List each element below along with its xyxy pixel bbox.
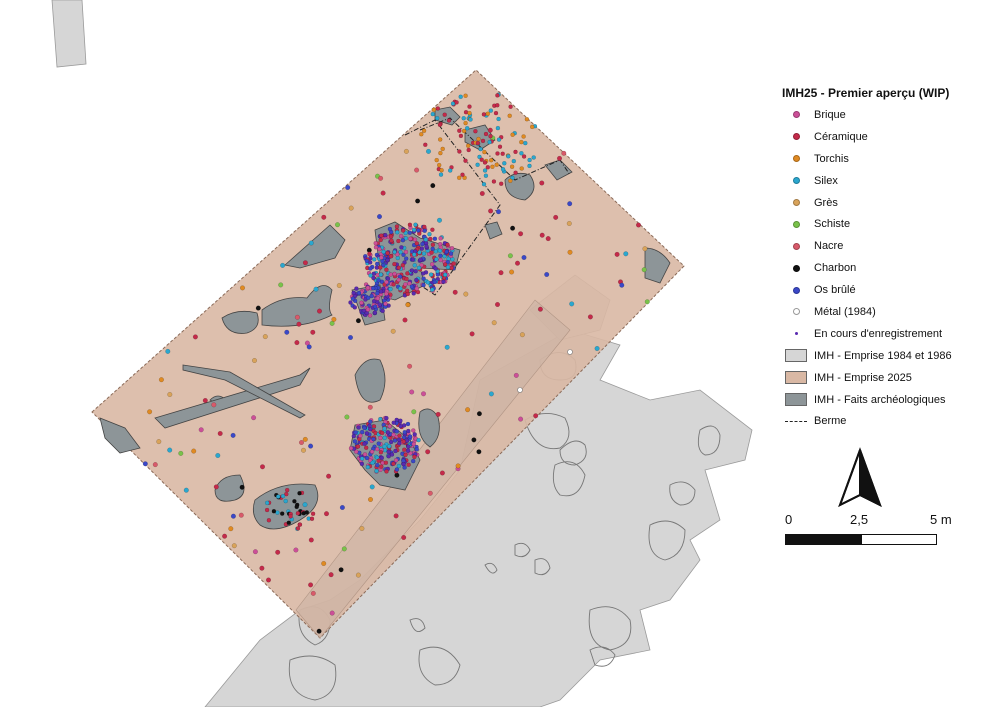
fosses-lineaires xyxy=(154,364,311,429)
legend-symbol xyxy=(782,371,810,385)
faits-archeologiques xyxy=(99,106,671,530)
legend-symbol xyxy=(782,393,810,407)
scale-bar: 0 2,5 5 m xyxy=(785,512,952,552)
legend-symbol xyxy=(782,196,810,210)
legend-symbol xyxy=(782,108,810,122)
legend-symbol xyxy=(782,283,810,297)
legend-item: Nacre xyxy=(782,235,992,257)
north-arrow-icon xyxy=(838,447,882,508)
legend-label: Métal (1984) xyxy=(814,305,876,318)
legend-label: Os brûlé xyxy=(814,284,856,297)
legend-item: IMH - Faits archéologiques xyxy=(782,389,992,411)
legend-item: Métal (1984) xyxy=(782,301,992,323)
legend-symbol xyxy=(782,217,810,231)
scale-label-start: 0 xyxy=(785,512,793,527)
legend-title: IMH25 - Premier aperçu (WIP) xyxy=(782,86,950,100)
scale-bar-white xyxy=(861,534,937,545)
legend-symbol xyxy=(782,261,810,275)
legend-item: Silex xyxy=(782,170,992,192)
legend-item: Grès xyxy=(782,192,992,214)
legend-item: Charbon xyxy=(782,257,992,279)
legend-symbol xyxy=(782,130,810,144)
legend-symbol xyxy=(782,305,810,319)
legend-label: En cours d'enregistrement xyxy=(814,327,943,340)
legend-label: Brique xyxy=(814,108,846,121)
legend-item: Schiste xyxy=(782,213,992,235)
overlap-band xyxy=(295,299,571,639)
features-1984-1986-outlines xyxy=(288,352,721,701)
legend-label: Grès xyxy=(814,196,838,209)
legend-item: Brique xyxy=(782,104,992,126)
legend-label: IMH - Faits archéologiques xyxy=(814,393,946,406)
scale-label-end: 5 m xyxy=(930,512,952,527)
legend-symbol xyxy=(782,152,810,166)
legend-symbol xyxy=(782,174,810,188)
scale-label-mid: 2,5 xyxy=(850,512,869,527)
legend-symbol xyxy=(782,327,810,341)
legend-item: Berme xyxy=(782,410,992,432)
legend-item: Céramique xyxy=(782,126,992,148)
legend-item: Os brûlé xyxy=(782,279,992,301)
legend-label: Silex xyxy=(814,174,838,187)
legend-label: Céramique xyxy=(814,130,868,143)
legend-symbol xyxy=(782,349,810,363)
legend-symbol xyxy=(782,239,810,253)
scale-bar-black xyxy=(785,534,862,545)
legend-label: IMH - Emprise 1984 et 1986 xyxy=(814,349,952,362)
legend-label: Nacre xyxy=(814,240,844,253)
legend-item: IMH - Emprise 1984 et 1986 xyxy=(782,345,992,367)
legend-label: Schiste xyxy=(814,218,851,231)
legend-item: IMH - Emprise 2025 xyxy=(782,367,992,389)
legend-label: IMH - Emprise 2025 xyxy=(814,371,912,384)
legend-item: Torchis xyxy=(782,148,992,170)
legend-label: Torchis xyxy=(814,152,849,165)
finds-points xyxy=(142,92,650,634)
legend-label: Charbon xyxy=(814,262,857,275)
legend-symbol xyxy=(782,414,810,428)
legend-item: En cours d'enregistrement xyxy=(782,323,992,345)
legend-label: Berme xyxy=(814,415,847,428)
